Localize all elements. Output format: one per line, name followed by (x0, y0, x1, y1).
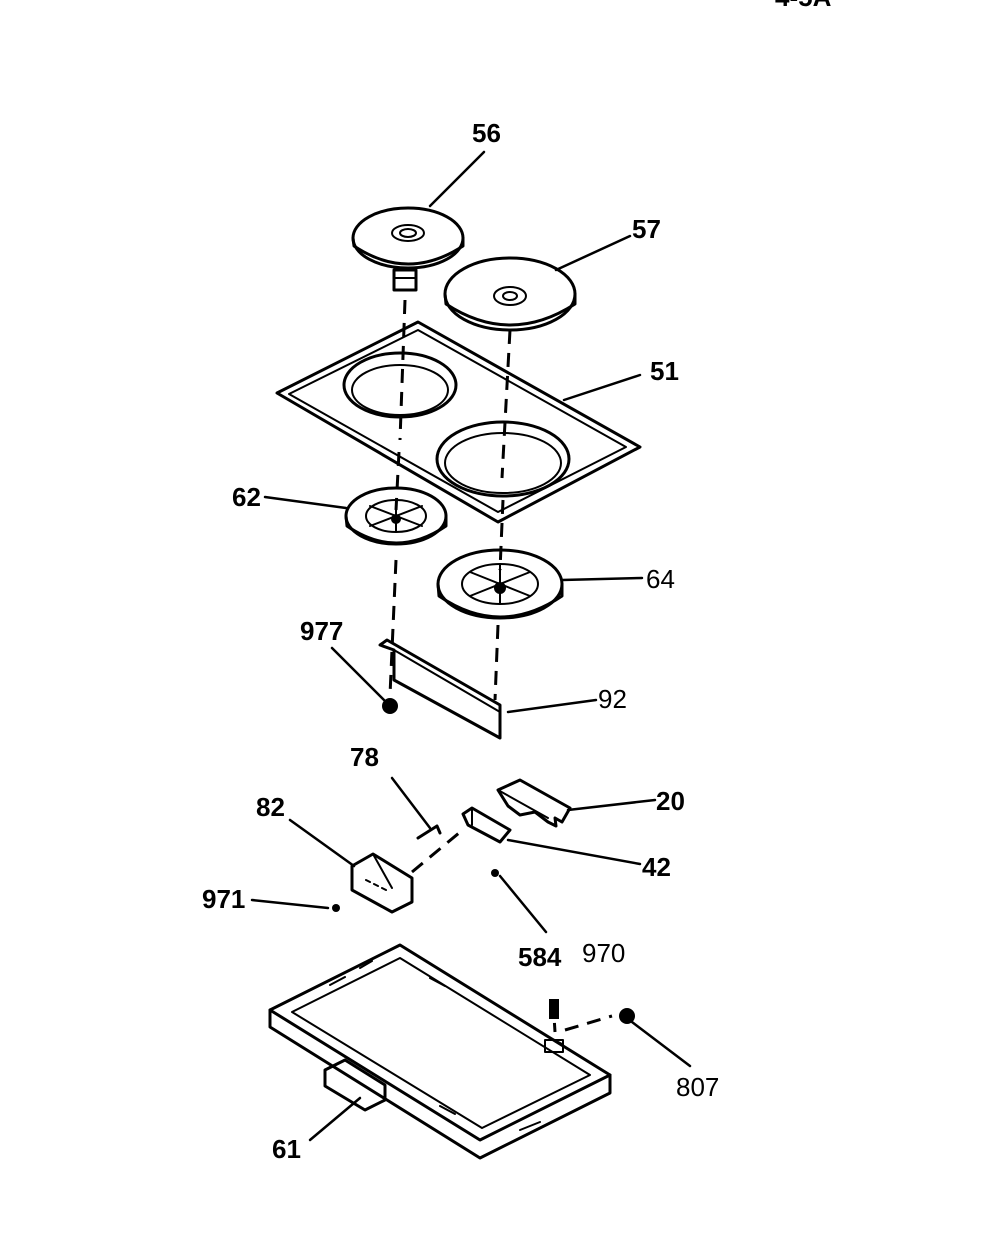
label-807: 807 (676, 1072, 719, 1102)
page-marker: 4-5A (775, 0, 832, 12)
part-92-bracket (378, 638, 502, 740)
label-584: 584 (518, 942, 562, 972)
alignment-lines (388, 299, 613, 1033)
part-51-cooktop-plate (275, 320, 642, 524)
label-78: 78 (350, 742, 379, 772)
label-42: 42 (642, 852, 671, 882)
part-57-large-burner-cap (443, 256, 577, 332)
part-82-terminal-block (350, 852, 414, 914)
label-82: 82 (256, 792, 285, 822)
part-977-screw (382, 698, 398, 714)
label-51: 51 (650, 356, 679, 386)
part-20-bracket (496, 778, 572, 828)
part-62-small-burner-base (344, 486, 448, 546)
part-61-base-tray (268, 943, 612, 1160)
part-labels: 56 57 51 62 64 977 92 78 20 82 42 971 58… (202, 118, 719, 1164)
part-807-screw (619, 1008, 635, 1024)
part-78-clip (416, 824, 442, 840)
part-971-screw (332, 904, 340, 912)
part-42-module (461, 806, 512, 844)
label-62: 62 (232, 482, 261, 512)
label-61: 61 (272, 1134, 301, 1164)
label-64: 64 (646, 564, 675, 594)
label-970: 970 (582, 938, 625, 968)
label-56: 56 (472, 118, 501, 148)
part-56-small-burner-cap (351, 206, 465, 292)
label-57: 57 (632, 214, 661, 244)
label-977: 977 (300, 616, 343, 646)
label-92: 92 (598, 684, 627, 714)
label-971: 971 (202, 884, 245, 914)
part-64-large-burner-base (436, 548, 564, 620)
leader-lines (250, 150, 692, 1142)
part-584-screw (491, 869, 499, 877)
label-20: 20 (656, 786, 685, 816)
